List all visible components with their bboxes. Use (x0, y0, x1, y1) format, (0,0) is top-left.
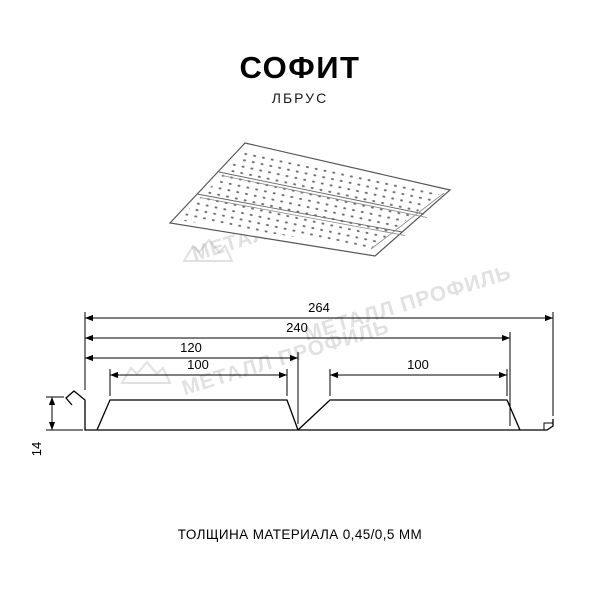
dimension-14-label: 14 (29, 442, 44, 456)
panel-groove (196, 193, 403, 233)
dimension-100-right: 100 (329, 357, 508, 396)
profile-plank-left (96, 399, 299, 431)
dimension-100-left-label: 100 (187, 357, 209, 372)
panel-hem-edge (370, 192, 445, 250)
panel-groove (199, 197, 406, 236)
dimension-100-right-label: 100 (407, 357, 429, 372)
dimension-240-label: 240 (286, 320, 308, 335)
profile-end-hem (543, 422, 553, 430)
dimension-240: 240 (85, 320, 511, 426)
profile-plank-right (297, 399, 521, 431)
panel-perforation (178, 150, 442, 248)
product-title: СОФИТ (239, 50, 361, 85)
dimension-120: 120 (85, 340, 299, 424)
dimension-264-label: 264 (308, 300, 330, 315)
panel-groove (218, 171, 425, 215)
dimension-100-left: 100 (109, 357, 288, 396)
dimension-264: 264 (84, 300, 554, 416)
product-subtitle: ЛБРУС (271, 90, 329, 106)
profile-outline (65, 390, 554, 431)
profile-base (65, 390, 554, 431)
dimension-14: 14 (29, 396, 83, 456)
panel-3d-view (168, 142, 452, 257)
dimension-120-label: 120 (180, 340, 202, 355)
panel-groove (221, 175, 428, 218)
thickness-label: ТОЛЩИНА МАТЕРИАЛА 0,45/0,5 ММ (177, 527, 423, 542)
